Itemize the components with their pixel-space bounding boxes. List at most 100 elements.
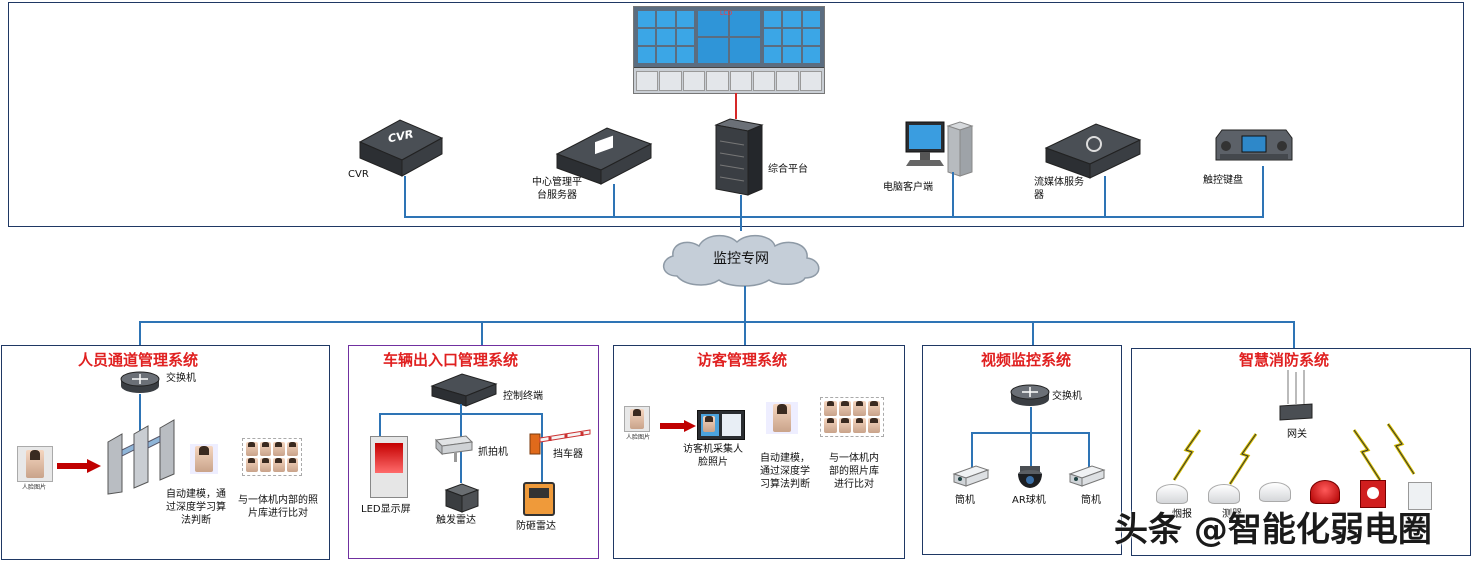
capture-camera-caption: 抓拍机 <box>478 447 508 458</box>
visitor-machine <box>697 410 745 440</box>
visitor-compare-caption: 与一体机内 部的照片库 进行比对 <box>829 453 879 490</box>
fire-partial-caption-1: 烟报 <box>1172 509 1192 520</box>
streaming-server-caption: 流媒体服务 器 <box>1034 177 1084 201</box>
video-title: 视频监控系统 <box>981 351 1072 369</box>
bullet-camera-left <box>952 465 990 487</box>
anti-smash-radar-caption: 防砸雷达 <box>516 521 556 532</box>
drop-platform <box>740 195 742 231</box>
personnel-switch <box>120 370 160 394</box>
drop-video <box>1032 321 1034 346</box>
bullet-camera-right <box>1068 465 1106 487</box>
video-wall: LCD <box>633 6 825 94</box>
vehicle-drop-led <box>379 413 381 437</box>
vehicle-drop-barrier <box>541 413 543 483</box>
drop-fire <box>1293 321 1295 349</box>
barrier-gate-caption: 挡车器 <box>553 449 583 460</box>
video-trunk <box>1030 407 1032 467</box>
gateway-caption: 网关 <box>1287 429 1307 440</box>
pc-client-device <box>904 118 974 177</box>
turnstile-gate <box>104 419 186 495</box>
cvr-device: CVR <box>358 119 444 177</box>
top-bus <box>404 216 1264 218</box>
fire-title: 智慧消防系统 <box>1239 351 1330 369</box>
video-switch-caption: 交换机 <box>1052 391 1082 402</box>
vehicle-trunk <box>460 404 462 414</box>
visitor-face-photo-caption: 人脸图片 <box>626 434 651 441</box>
personnel-face-photo <box>17 446 53 482</box>
smoke-detector-1 <box>1156 484 1188 504</box>
central-server-device <box>555 127 653 185</box>
personnel-face-photo-caption: 人脸图片 <box>22 484 47 491</box>
video-switch <box>1010 383 1050 407</box>
fire-partial-caption-2: 测器 <box>1222 509 1242 520</box>
drop-vehicle <box>481 321 483 346</box>
anti-smash-radar <box>523 482 555 516</box>
visitor-photo-library <box>820 397 884 437</box>
drop-keyboard <box>1262 166 1264 217</box>
sound-light-alarm <box>1310 480 1340 504</box>
led-display-caption: LED显示屏 <box>361 504 411 515</box>
fire-module <box>1408 482 1432 510</box>
visitor-title: 访客管理系统 <box>697 351 788 369</box>
capture-camera <box>434 435 474 462</box>
platform-rack <box>714 118 764 196</box>
video-wall-label: LCD <box>720 10 733 17</box>
smoke-detector-2 <box>1208 484 1240 504</box>
drop-pc <box>952 172 954 217</box>
pc-client-caption: 电脑客户端 <box>883 182 933 193</box>
visitor-face-model <box>766 402 798 434</box>
personnel-switch-link <box>139 394 141 432</box>
trigger-radar <box>444 483 480 513</box>
cvr-caption: CVR <box>348 169 369 180</box>
network-cloud <box>663 234 820 287</box>
video-bus <box>971 432 1090 434</box>
personnel-modeling-caption: 自动建模，通 过深度学习算 法判断 <box>166 489 226 526</box>
manual-alarm-button <box>1360 480 1386 508</box>
ar-dome-camera <box>1016 466 1044 492</box>
central-server-caption: 中心管理平 台服务器 <box>532 177 582 201</box>
wall-link <box>735 93 737 119</box>
wireless-bolt-2 <box>1228 433 1258 485</box>
personnel-title: 人员通道管理系统 <box>78 351 199 369</box>
network-cloud-label: 监控专网 <box>713 251 769 267</box>
visitor-face-photo <box>624 406 650 432</box>
vehicle-title: 车辆出入口管理系统 <box>383 351 519 369</box>
bullet-camera-left-caption: 筒机 <box>955 495 975 506</box>
drop-streaming <box>1104 176 1106 217</box>
cloud-drop <box>744 286 746 322</box>
personnel-switch-caption: 交换机 <box>166 373 196 384</box>
trigger-radar-caption: 触发雷达 <box>436 515 476 526</box>
video-drop-right <box>1088 432 1090 468</box>
personnel-arrow <box>57 459 101 473</box>
touch-keyboard-caption: 触控键盘 <box>1203 175 1243 186</box>
wireless-bolt-1 <box>1172 429 1202 481</box>
video-drop-left <box>971 432 973 468</box>
visitor-arrow <box>660 420 696 432</box>
visitor-modeling-caption: 自动建模， 通过深度学 习算法判断 <box>760 453 810 490</box>
personnel-compare-caption: 与一体机内部的照 片库进行比对 <box>238 495 318 519</box>
barrier-gate <box>529 429 591 455</box>
watermark: 头条 @智能化弱电圈 <box>1114 510 1432 550</box>
lower-bus <box>139 321 1295 323</box>
visitor-collector-caption: 访客机采集人 脸照片 <box>683 444 743 468</box>
drop-personnel <box>139 321 141 346</box>
wireless-bolt-3 <box>1352 429 1382 481</box>
wireless-bolt-4 <box>1386 423 1416 475</box>
heat-detector <box>1259 482 1291 502</box>
personnel-face-model <box>190 444 218 474</box>
drop-visitor <box>744 321 746 346</box>
streaming-server-device <box>1044 123 1142 179</box>
personnel-photo-library <box>242 438 302 476</box>
platform-caption: 综合平台 <box>768 164 808 175</box>
control-terminal <box>430 373 498 407</box>
bullet-camera-right-caption: 筒机 <box>1081 495 1101 506</box>
drop-cvr <box>404 176 406 217</box>
ar-dome-camera-caption: AR球机 <box>1012 495 1046 506</box>
led-display <box>370 436 408 498</box>
control-terminal-caption: 控制终端 <box>503 391 543 402</box>
touch-keyboard-device <box>1215 129 1293 166</box>
visitor-section <box>613 345 905 559</box>
video-section <box>922 345 1122 555</box>
gateway-device <box>1278 370 1314 424</box>
drop-central <box>613 184 615 217</box>
